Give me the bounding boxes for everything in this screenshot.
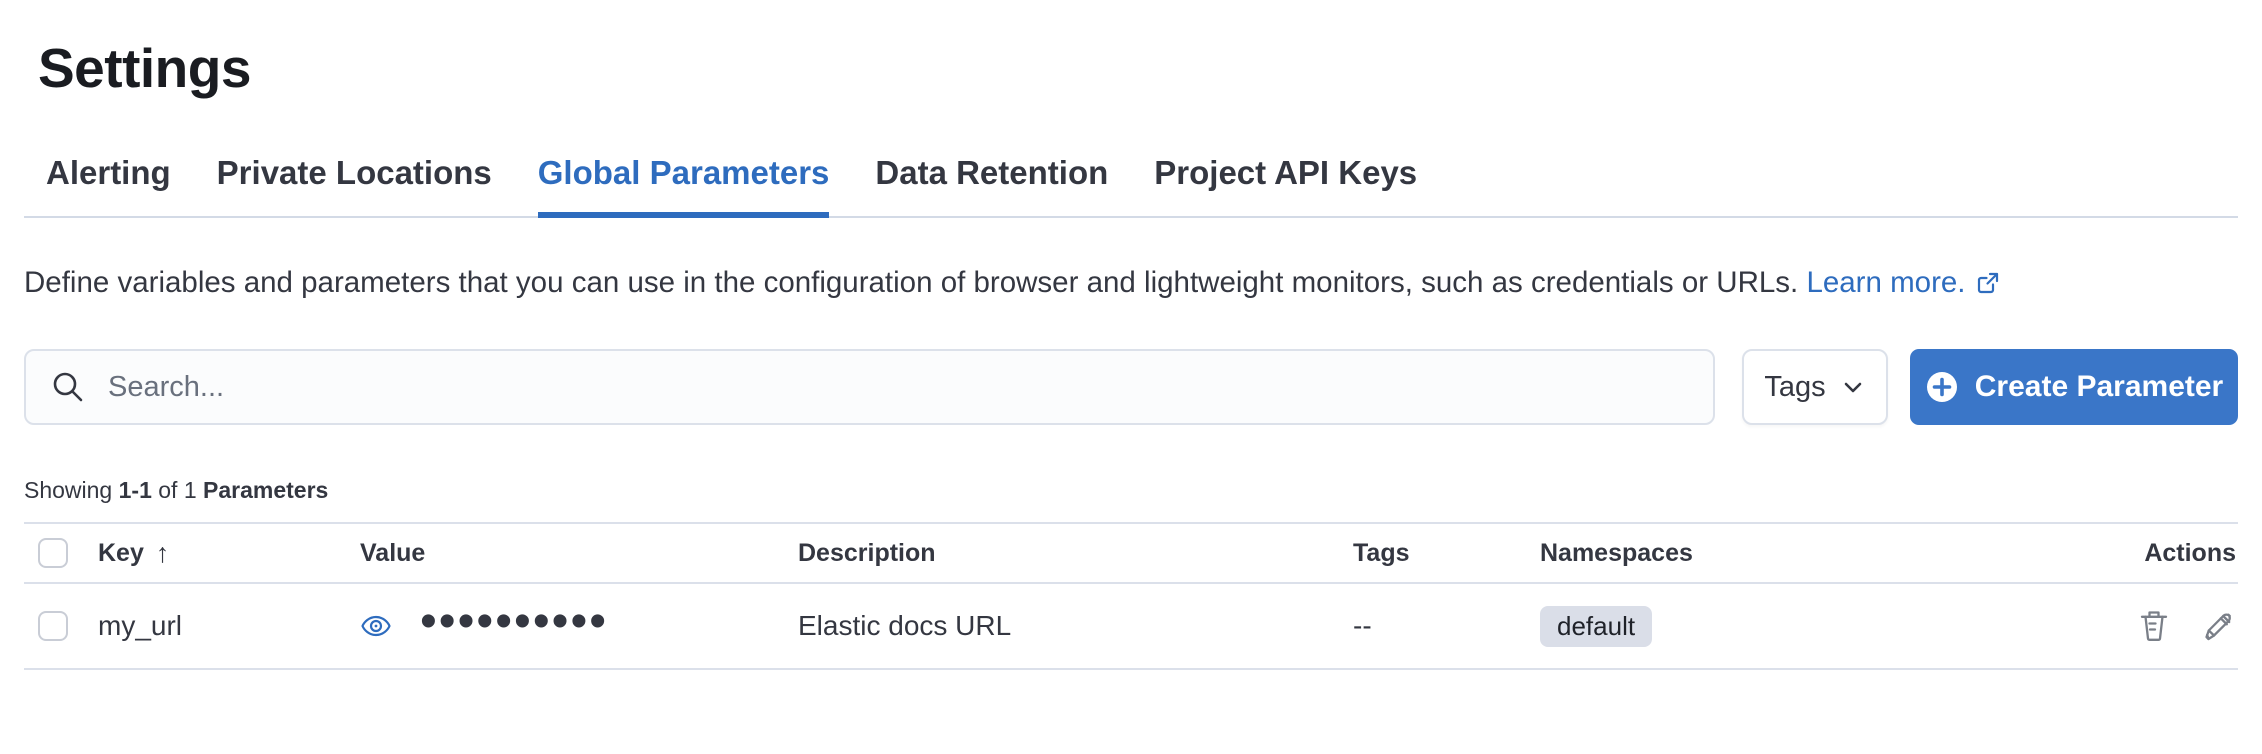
page-title: Settings [38,37,251,99]
header-key-label: Key [98,538,144,567]
page-description: Define variables and parameters that you… [24,260,2222,309]
tab-alerting[interactable]: Alerting [46,154,171,191]
tab-bar: Alerting Private Locations Global Parame… [24,154,2238,218]
learn-more-link[interactable]: Learn more. [1806,266,1999,299]
header-actions: Actions [1928,539,2238,568]
row-namespaces-cell: default [1528,605,1928,647]
create-parameter-button[interactable]: Create Parameter [1910,349,2238,425]
tab-private-locations[interactable]: Private Locations [216,154,492,191]
search-box[interactable] [24,349,1715,425]
header-actions-label: Actions [2144,538,2236,567]
tags-filter-label: Tags [1764,370,1826,403]
parameter-description: Elastic docs URL [798,610,1012,641]
tags-filter-button[interactable]: Tags [1742,349,1888,425]
row-key-cell: my_url [86,610,348,642]
tab-global-parameters[interactable]: Global Parameters [537,154,830,218]
row-tags-cell: -- [1341,610,1528,642]
chevron-down-icon [1840,374,1866,400]
header-namespaces: Namespaces [1528,539,1928,568]
header-namespaces-label: Namespaces [1540,538,1693,567]
learn-more-label: Learn more. [1806,266,1966,299]
delete-trash-icon[interactable] [2136,608,2172,644]
sort-ascending-icon: ↑ [155,537,170,568]
row-description-cell: Elastic docs URL [786,610,1341,642]
results-summary: Showing 1-1 of 1 Parameters [24,477,2238,504]
header-select-cell [24,538,86,568]
header-tags: Tags [1341,539,1528,568]
summary-showing: Showing [24,477,113,503]
toolbar: Tags Create Parameter [24,349,2238,425]
edit-pencil-icon[interactable] [2200,608,2236,644]
description-text: Define variables and parameters that you… [24,266,1799,299]
search-icon [50,369,86,405]
parameter-key: my_url [98,610,183,641]
table-header-row: Key ↑ Value Description Tags Namespaces … [24,522,2238,584]
row-actions-cell [1928,608,2238,644]
header-description: Description [786,539,1341,568]
search-input[interactable] [108,370,1689,404]
row-checkbox[interactable] [38,611,68,641]
tab-project-api-keys[interactable]: Project API Keys [1154,154,1418,191]
header-tags-label: Tags [1353,538,1410,567]
parameters-table: Key ↑ Value Description Tags Namespaces … [24,522,2238,670]
masked-value: •••••••••• [420,595,609,648]
summary-range: 1-1 [118,477,152,503]
external-link-icon [1976,263,2000,309]
create-parameter-label: Create Parameter [1974,370,2224,403]
summary-of: of 1 [158,477,197,503]
plus-circle-icon [1925,370,1959,404]
header-description-label: Description [798,538,936,567]
header-key[interactable]: Key ↑ [86,538,348,569]
row-select-cell [24,611,86,641]
namespace-badge: default [1540,605,1653,647]
header-value-label: Value [360,538,426,567]
summary-entity: Parameters [203,477,329,503]
tab-data-retention[interactable]: Data Retention [875,154,1109,191]
table-row: my_url •••••••••• Elastic docs URL -- [24,584,2238,670]
tabs: Alerting Private Locations Global Parame… [46,154,2238,218]
row-value-cell: •••••••••• [348,598,786,650]
reveal-value-eye-icon[interactable] [360,610,392,642]
select-all-checkbox[interactable] [38,538,68,568]
parameter-tags: -- [1353,610,1372,641]
header-value: Value [348,539,786,568]
